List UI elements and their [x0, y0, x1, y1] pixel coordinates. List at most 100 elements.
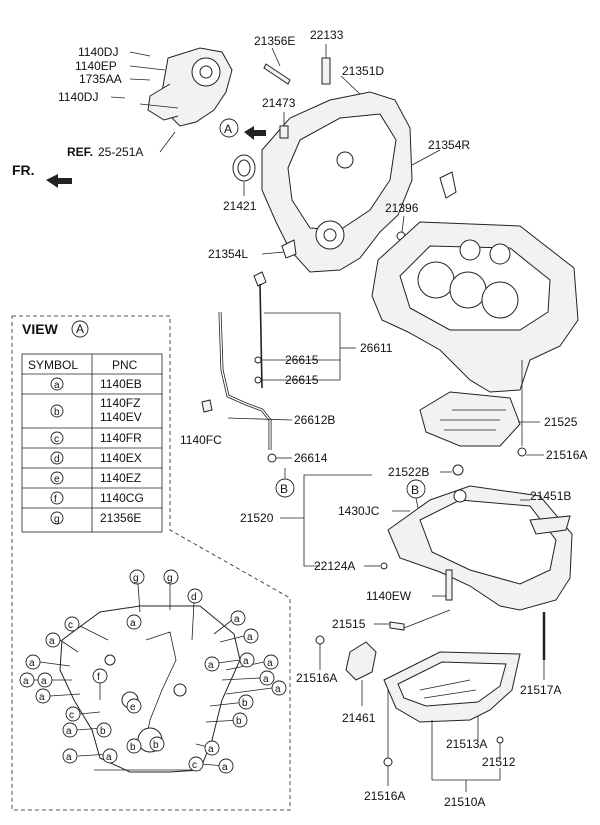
callout-g: g	[133, 573, 139, 584]
table-pnc-f: 1140CG	[100, 491, 144, 505]
table-pnc-g: 21356E	[100, 511, 141, 525]
callout-a: a	[247, 632, 253, 643]
callout-c: c	[69, 710, 74, 721]
label-26614: 26614	[294, 451, 328, 465]
label-1430JC: 1430JC	[338, 504, 380, 518]
cylinder-block	[371, 221, 579, 393]
callout-a: a	[222, 762, 228, 773]
table-symbol-a: a	[54, 380, 60, 391]
callout-b: b	[100, 726, 106, 737]
label-fr: FR.	[12, 162, 35, 178]
label-21421: 21421	[223, 199, 257, 213]
label-21513A: 21513A	[446, 737, 487, 751]
table-pnc-b-1: 1140FZ	[100, 396, 140, 410]
callout-c: c	[192, 760, 197, 771]
callout-a: a	[263, 674, 269, 685]
label-1140DJ-top: 1140DJ	[78, 45, 118, 59]
dipstick-tube	[218, 311, 272, 450]
table-symbol-c: c	[54, 434, 59, 445]
label-22133: 22133	[310, 28, 344, 42]
label-21516A-block: 21516A	[546, 448, 587, 462]
oil-baffle	[419, 391, 521, 447]
marker-b-pan: B	[411, 483, 419, 497]
marker-b-dipstick: B	[280, 482, 288, 496]
label-21356E: 21356E	[254, 34, 295, 48]
table-symbol-g: g	[54, 514, 60, 525]
callout-e: e	[130, 702, 136, 713]
table-pnc-e: 1140EZ	[100, 471, 141, 485]
label-1140FC: 1140FC	[180, 433, 222, 447]
label-26611: 26611	[360, 341, 393, 355]
label-21473: 21473	[262, 96, 296, 110]
callout-b: b	[236, 716, 242, 727]
table-symbol-b: b	[54, 407, 60, 418]
label-21354R: 21354R	[428, 138, 470, 152]
fr-arrow-icon	[46, 174, 72, 188]
table-pnc-d: 1140EX	[100, 451, 142, 465]
label-22124A: 22124A	[314, 559, 355, 573]
label-21461: 21461	[342, 711, 376, 725]
symbol-pnc-table	[21, 353, 163, 533]
table-pnc-c: 1140FR	[100, 431, 142, 445]
callout-a: a	[267, 658, 273, 669]
callout-a: a	[106, 752, 112, 763]
view-a-frame	[11, 315, 291, 811]
gasket-21354L	[281, 239, 297, 259]
callout-a: a	[23, 676, 29, 687]
upper-oil-pan	[387, 485, 573, 611]
bolt-21515	[389, 621, 405, 631]
label-21354L: 21354L	[208, 247, 248, 261]
callout-a: a	[66, 726, 72, 737]
label-21520: 21520	[240, 511, 274, 525]
label-21516A-mid: 21516A	[296, 671, 337, 685]
callout-a: a	[39, 692, 45, 703]
callout-a: a	[41, 676, 47, 687]
label-21512: 21512	[482, 755, 516, 769]
gasket-21354R	[439, 171, 457, 199]
water-pump-housing	[147, 47, 233, 127]
callout-a: a	[243, 656, 249, 667]
label-ref-prefix: REF.	[67, 145, 93, 159]
view-a-callouts: g g c d a a a a a a a a a f a a e b c b …	[19, 569, 287, 774]
view-a-marker: A	[224, 122, 232, 136]
sensor-22133	[321, 57, 331, 85]
table-pnc-a: 1140EB	[100, 377, 142, 391]
table-header-symbol: SYMBOL	[28, 358, 78, 372]
label-1140DJ-bottom: 1140DJ	[58, 90, 98, 104]
label-21396: 21396	[385, 201, 419, 215]
bolt-21356E	[263, 63, 291, 85]
table-symbol-f: f	[54, 494, 57, 505]
view-a-arrow-icon	[244, 126, 266, 140]
callout-a: a	[49, 636, 55, 647]
oil-strainer	[345, 641, 377, 681]
callout-a: a	[130, 618, 136, 629]
label-26612B: 26612B	[294, 413, 335, 427]
label-21517A: 21517A	[520, 683, 561, 697]
callout-b: b	[130, 742, 136, 753]
callout-a: a	[208, 660, 214, 671]
oil-dipstick	[253, 271, 267, 389]
callout-d: d	[191, 592, 197, 603]
callout-a: a	[29, 658, 35, 669]
table-symbol-d: d	[54, 454, 60, 465]
table-header-pnc: PNC	[112, 358, 138, 372]
label-21522B: 21522B	[388, 465, 429, 479]
callout-f: f	[97, 672, 100, 683]
timing-chain-cover	[261, 91, 413, 273]
plug-21473	[279, 125, 289, 139]
callout-a: a	[234, 614, 240, 625]
label-21510A: 21510A	[444, 795, 485, 809]
callout-b: b	[242, 698, 248, 709]
view-a-title-marker: A	[76, 322, 84, 336]
label-1140EP: 1140EP	[75, 59, 117, 73]
callout-a: a	[208, 744, 214, 755]
view-a-title: VIEW	[22, 321, 59, 337]
label-21515: 21515	[332, 617, 366, 631]
callout-c: c	[68, 620, 73, 631]
label-26615-upper: 26615	[285, 353, 319, 367]
label-21525: 21525	[544, 415, 578, 429]
callout-a: a	[66, 752, 72, 763]
table-pnc-b-2: 1140EV	[100, 410, 142, 424]
